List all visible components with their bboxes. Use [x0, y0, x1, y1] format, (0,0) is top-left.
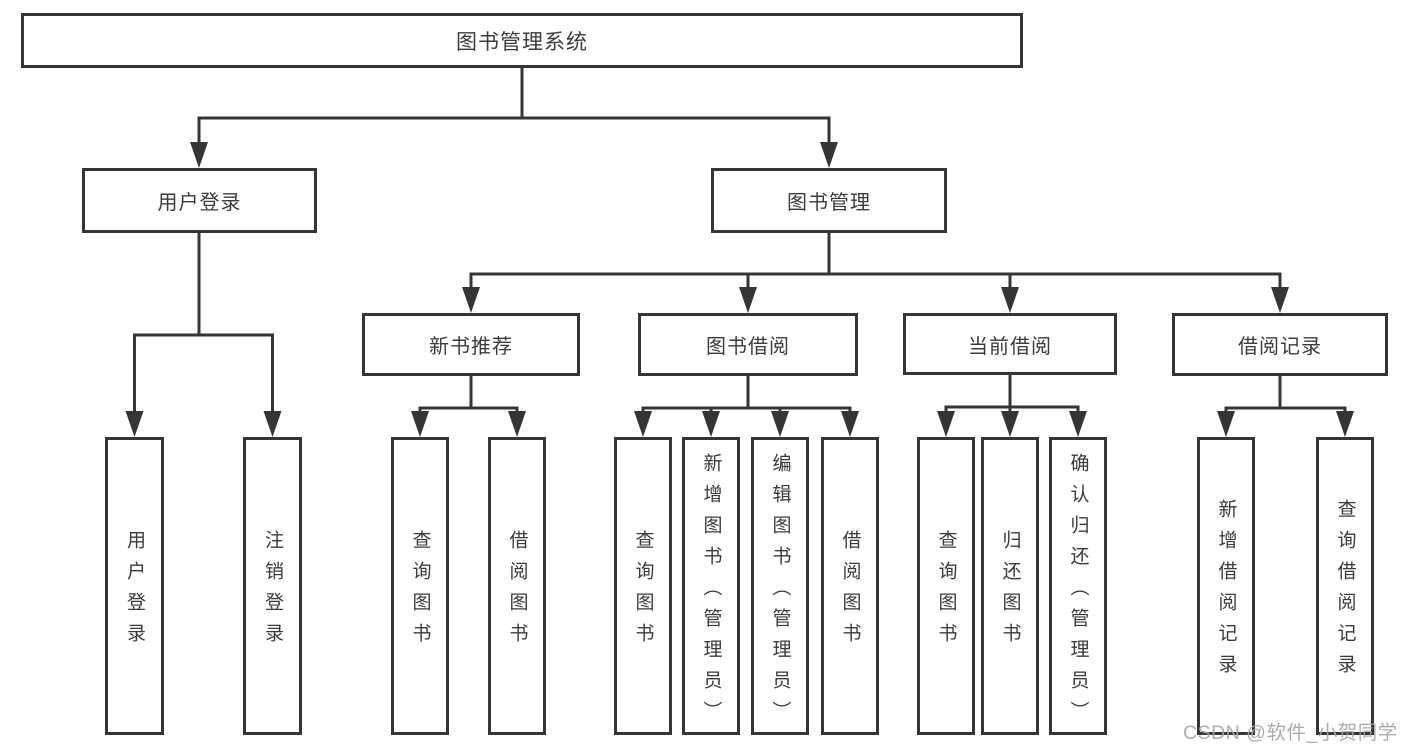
- node-new-book-recommend: 新书推荐: [362, 313, 580, 376]
- node-label: 编辑图书（管理员）: [769, 452, 791, 732]
- node-label: 查询图书: [409, 530, 431, 654]
- leaf-return-books: 归还图书: [981, 437, 1039, 735]
- connector-borrow-records-children: [1224, 376, 1347, 416]
- node-system-root: 图书管理系统: [21, 13, 1023, 68]
- leaf-add-books-admin: 新增图书（管理员）: [682, 437, 740, 735]
- node-label: 新书推荐: [429, 336, 513, 358]
- arrowhead-leaf-2: [263, 411, 282, 437]
- node-label: 图书管理系统: [456, 30, 588, 54]
- arrowhead-borrow-records: [1271, 287, 1289, 313]
- node-label: 查询图书: [935, 530, 957, 654]
- node-label: 借阅记录: [1238, 336, 1322, 358]
- arrowhead-leaf-5: [634, 411, 652, 437]
- arrowhead-leaf-12: [1217, 411, 1235, 437]
- leaf-query-borrow-record: 查询借阅记录: [1316, 437, 1374, 735]
- node-label: 借阅图书: [839, 530, 861, 654]
- arrowhead-current-borrowing: [1001, 287, 1019, 313]
- csdn-watermark: CSDN @软件_小贺同学: [1183, 722, 1398, 744]
- node-label: 确认归还（管理员）: [1067, 452, 1089, 732]
- arrowhead-leaf-10: [1001, 411, 1019, 437]
- arrowhead-leaf-7: [771, 411, 789, 437]
- leaf-borrow-books-recommend: 借阅图书: [488, 437, 546, 735]
- node-label: 图书管理: [787, 192, 871, 214]
- arrowhead-leaf-6: [702, 411, 720, 437]
- leaf-edit-books-admin: 编辑图书（管理员）: [751, 437, 809, 735]
- node-user-login: 用户登录: [82, 168, 317, 233]
- arrowhead-new-book-rec: [462, 287, 480, 313]
- connector-user-login-children: [133, 233, 274, 415]
- arrowhead-user-login: [190, 142, 208, 168]
- node-label: 归还图书: [999, 530, 1021, 654]
- leaf-user-login: 用户登录: [105, 437, 164, 735]
- node-label: 注销登录: [262, 530, 283, 654]
- connector-root-to-level2: [197, 68, 831, 146]
- node-borrow-records: 借阅记录: [1172, 313, 1388, 376]
- arrowhead-book-borrowing: [739, 287, 757, 313]
- node-label: 查询借阅记录: [1334, 499, 1356, 685]
- arrowhead-leaf-3: [411, 411, 429, 437]
- node-label: 新增借阅记录: [1215, 499, 1237, 685]
- connector-new-book-children: [418, 376, 519, 416]
- node-label: 查询图书: [632, 530, 654, 654]
- arrowhead-leaf-8: [841, 411, 859, 437]
- node-book-management: 图书管理: [711, 168, 947, 233]
- leaf-query-books-current: 查询图书: [917, 437, 975, 735]
- leaf-add-borrow-record: 新增借阅记录: [1197, 437, 1255, 735]
- node-label: 用户登录: [157, 192, 242, 214]
- node-current-borrowing: 当前借阅: [903, 313, 1117, 375]
- node-label: 用户登录: [124, 530, 145, 654]
- connector-book-management-children: [469, 233, 1282, 291]
- node-label: 图书借阅: [706, 336, 790, 358]
- arrowhead-leaf-1: [125, 411, 144, 437]
- leaf-query-books-recommend: 查询图书: [391, 437, 449, 735]
- arrowhead-leaf-9: [937, 411, 955, 437]
- leaf-logout-login: 注销登录: [243, 437, 302, 735]
- leaf-confirm-return-admin: 确认归还（管理员）: [1049, 437, 1107, 735]
- node-label: 当前借阅: [968, 335, 1052, 358]
- node-label: 借阅图书: [506, 530, 528, 654]
- connector-book-borrow-children: [641, 376, 852, 416]
- node-label: 新增图书（管理员）: [700, 452, 722, 732]
- arrowhead-leaf-4: [508, 411, 526, 437]
- connector-current-borrow-children: [944, 375, 1080, 416]
- leaf-query-books-borrowing: 查询图书: [614, 437, 672, 735]
- node-book-borrowing: 图书借阅: [638, 313, 858, 376]
- leaf-borrow-books-borrowing: 借阅图书: [821, 437, 879, 735]
- arrowhead-leaf-11: [1069, 411, 1087, 437]
- arrowhead-book-management: [820, 142, 838, 168]
- arrowhead-leaf-13: [1336, 411, 1354, 437]
